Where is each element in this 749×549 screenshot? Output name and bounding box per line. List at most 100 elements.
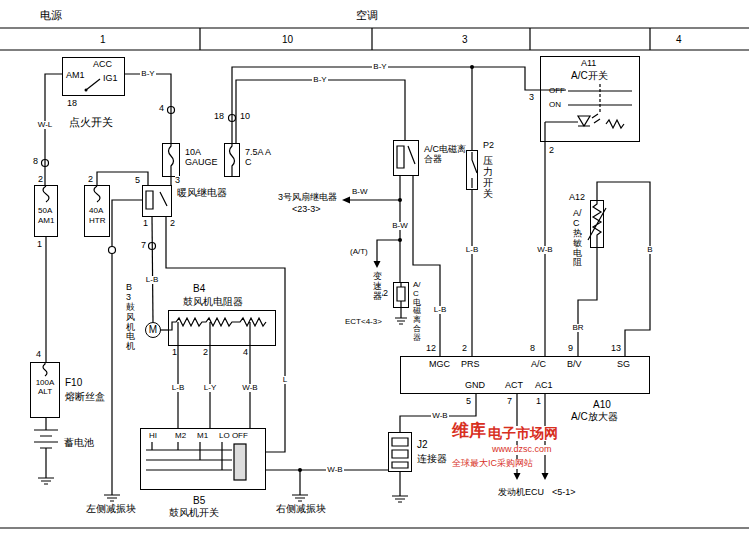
- connector-symbol: [392, 438, 408, 468]
- motor-symbol: MB3鼓风机电机: [145, 322, 161, 338]
- led-symbol: [578, 114, 600, 126]
- node-label: M2: [175, 432, 186, 441]
- wire-color: B-W: [391, 222, 409, 231]
- wire-color: L-B: [433, 306, 447, 315]
- node-label: 鼓风机开关: [169, 507, 219, 518]
- wire-color: W-B: [536, 246, 553, 255]
- pin-number: 5: [466, 397, 471, 407]
- node-label: A10: [593, 399, 611, 410]
- pin-number: 2: [88, 175, 93, 185]
- node-label: ACT: [505, 381, 523, 391]
- node-label: 鼓风机电阻器: [183, 296, 243, 307]
- switch-slider: [234, 444, 246, 480]
- pin-number: 18: [214, 112, 224, 122]
- pin-number: 1: [37, 240, 42, 250]
- node-label: SG: [617, 360, 630, 370]
- node-label: MGC: [429, 360, 450, 370]
- connector-circle: [109, 247, 116, 254]
- column-number: 3: [462, 34, 468, 45]
- pin-number: 4: [36, 350, 41, 360]
- wire: [597, 182, 650, 356]
- node-label: 40A: [89, 207, 103, 216]
- pin-number: 3: [175, 176, 180, 186]
- node-label: 50A: [38, 207, 52, 216]
- pin-number: 12: [426, 344, 436, 354]
- wire-color: W-B: [431, 412, 448, 421]
- node-label: B5: [193, 495, 205, 506]
- relay: 暖风继电器: [142, 185, 172, 217]
- pin-number: 9: [568, 344, 573, 354]
- node-label: HTR: [89, 217, 105, 226]
- pressure-switch: P2压力开关: [466, 150, 478, 190]
- node-label: A/C电磁离合器: [424, 145, 466, 165]
- node-label: GND: [465, 381, 485, 391]
- pin-number: 8: [530, 344, 535, 354]
- fuse: 40AHTR: [84, 185, 110, 237]
- node-label: OFF: [549, 87, 565, 96]
- connector: J2连接器: [388, 432, 412, 472]
- watermark: 电子市场网: [488, 426, 558, 441]
- node-label: A/C热敏电阻: [573, 209, 582, 268]
- fuse: 10A GAUGE: [162, 143, 180, 177]
- reference-note: ECT<4-3>: [345, 318, 382, 327]
- resistor-symbol: [168, 318, 266, 346]
- node-label: M: [145, 324, 161, 335]
- wire-color: W-B: [326, 466, 343, 475]
- pin-number: 2: [170, 219, 175, 229]
- node-label: 点火开关: [69, 116, 113, 128]
- wire: [471, 190, 472, 356]
- node-label: 7.5A A C: [245, 148, 273, 168]
- wire: [45, 237, 46, 362]
- wire: [413, 176, 440, 356]
- watermark: 维库: [452, 422, 486, 441]
- frame-line: [0, 28, 749, 528]
- reference-note: 3号风扇继电器: [278, 193, 337, 203]
- watermark: 全球最大IC采购网站: [452, 459, 533, 469]
- pin-number: 1: [143, 219, 148, 229]
- switch-contacts: [540, 90, 632, 142]
- wire: [97, 172, 148, 185]
- switch-panel: A11A/C开关OFFON: [540, 56, 640, 142]
- pin-number: 3: [529, 93, 534, 103]
- fuse-box: 100A ALTF10熔断丝盒: [30, 362, 60, 418]
- thermistor-symbol: [588, 200, 606, 248]
- node-label: B/V: [567, 360, 582, 370]
- reference-note: (A/T): [350, 248, 368, 257]
- column-number: 10: [282, 34, 293, 45]
- node-label: A12: [569, 193, 585, 203]
- wire-color: L-Y: [203, 384, 217, 393]
- part-name: 右侧减振块: [276, 503, 326, 514]
- pin-number: 1: [536, 397, 541, 407]
- wire: [125, 74, 171, 143]
- node-label: 熔断丝盒: [65, 391, 105, 402]
- switch-contact: [86, 79, 100, 90]
- node-label: M1: [197, 432, 208, 441]
- part-name: 蓄电池: [64, 437, 94, 448]
- junction-dot: [85, 89, 88, 92]
- wire-color: L-B: [465, 246, 479, 255]
- wire-color: B-Y: [140, 70, 155, 79]
- node-label: P2: [483, 141, 494, 151]
- node-label: A/C放大器: [571, 411, 618, 422]
- node-label: 压力开关: [483, 155, 493, 199]
- reference-note: <5-1>: [552, 488, 576, 498]
- pin-number: 13: [611, 344, 621, 354]
- wire-color: L-B: [171, 384, 185, 393]
- node-label: B4: [193, 283, 205, 294]
- node-label: ACC: [93, 60, 112, 70]
- fuse: 7.5A A C: [224, 143, 240, 177]
- node-label: 100A ALT: [32, 379, 58, 397]
- clutch-coil: A2A/C电磁离合器: [393, 282, 409, 308]
- node-label: PRS: [461, 360, 480, 370]
- column-number: 1: [100, 34, 106, 45]
- node-label: 连接器: [417, 453, 447, 464]
- pin-number: 8: [33, 157, 38, 167]
- node-label: F10: [65, 377, 82, 388]
- node-label: IG1: [103, 74, 118, 84]
- node-label: A/C开关: [571, 70, 608, 81]
- node-label: B3鼓风机电机: [126, 283, 135, 352]
- wire-color: B-Y: [372, 63, 387, 72]
- wire-color: B-W: [352, 188, 368, 197]
- node-label: A11: [581, 59, 596, 69]
- pressure-switch-contact: [472, 152, 477, 188]
